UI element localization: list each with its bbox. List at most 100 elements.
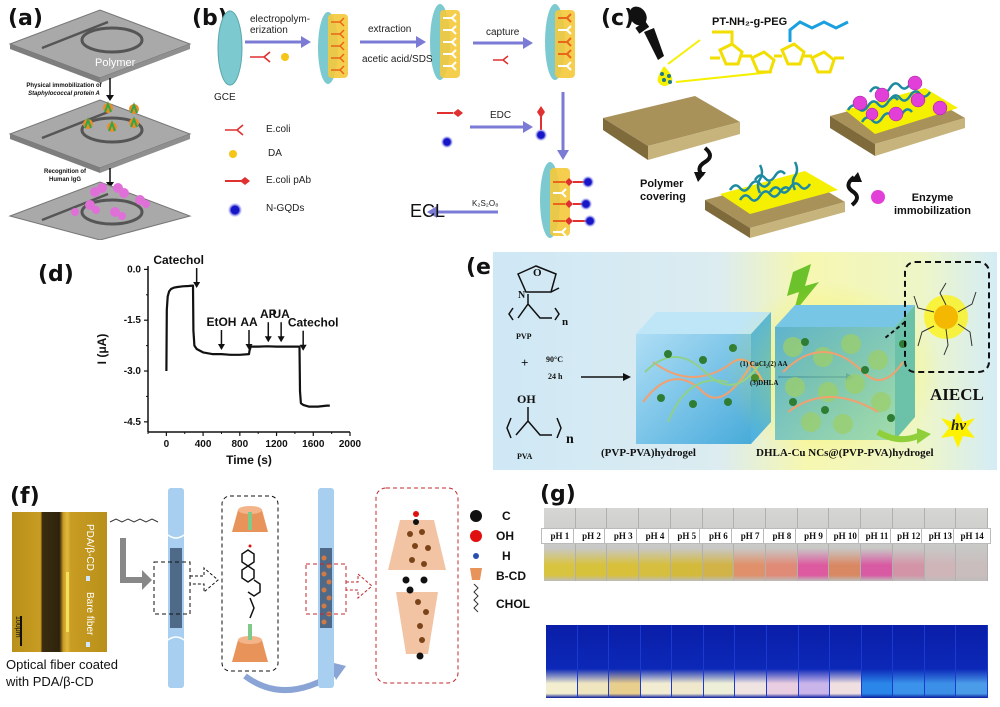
vial-uv (672, 625, 704, 698)
hv-starburst-icon (941, 412, 975, 448)
acetic-acid-sds-label: acetic acid/SDS (362, 54, 433, 65)
vial-uv (893, 625, 925, 698)
fiber-caption: Optical fiber coated with PDA/β-CD (6, 656, 118, 690)
condition-time: 24 h (548, 372, 563, 381)
fiber-highlight (66, 572, 69, 632)
ecoli-template-icon (250, 51, 271, 63)
vial-uv (861, 625, 894, 698)
cluster-zoom-box (904, 261, 990, 373)
chart-annotation-arrowhead (299, 344, 307, 351)
chart-series-line (165, 284, 330, 408)
arrow1-line1: electropolym- (250, 14, 311, 25)
curly-arrow-1 (697, 146, 712, 178)
vial-uv (640, 625, 673, 698)
ngqd-reactant-icon (441, 136, 453, 148)
ph-label: pH 8 (762, 528, 801, 544)
legend-ngqds: N-GQDs (266, 203, 305, 214)
k2s2o8-label: K₂S₂O₈ (472, 199, 499, 208)
plus-sign: + (521, 355, 529, 370)
vial-uv (767, 625, 799, 698)
legend-chol: CHOL (496, 597, 530, 611)
igg-marks (71, 183, 150, 220)
enzyme-immobilization-label: Enzyme immobilization (894, 192, 971, 218)
chart-annotation-arrowhead (217, 344, 225, 351)
bare-fiber-label: Bare fiber (84, 592, 95, 636)
ph-label: pH 2 (572, 528, 611, 544)
inclusion-complex (388, 511, 446, 660)
polymer-name-label: PT-NH₂-g-PEG (712, 16, 788, 28)
pva-structure (506, 407, 562, 439)
vial-visible: pH 2 (572, 508, 611, 581)
panel-e-graphic (493, 252, 997, 470)
legend-h: H (502, 549, 511, 563)
vial-uv (703, 625, 736, 698)
ph-label: pH 9 (794, 528, 833, 544)
vial-visible: pH 4 (636, 508, 674, 581)
hydrogen-atom-icon (473, 553, 479, 559)
panel-f-label: (f) (10, 484, 40, 509)
chart-annotation-label: AP (260, 307, 277, 321)
legend-ecoli-pab: E.coli pAb (266, 175, 312, 186)
hydrogel1-label: (PVP-PVA)hydrogel (601, 447, 696, 459)
step1-line1: Physical immobilization of (26, 83, 102, 89)
electrode-extracted (430, 4, 460, 80)
vial-uv (798, 625, 831, 698)
pva-n: n (566, 432, 574, 447)
vial-uv (735, 625, 767, 698)
pvp-n: n (562, 316, 569, 328)
step-c2-line2: immobilization (894, 205, 971, 217)
reagents-top: (1) CuCl₂(2) AA (740, 360, 788, 368)
step-immobilization-label: Physical immobilization of Staphylococca… (18, 82, 110, 98)
zoom-arrow-2 (346, 572, 373, 600)
ph-label: pH 6 (699, 528, 738, 544)
chart-annotation-label: UA (272, 307, 290, 321)
fiber-2 (318, 488, 334, 688)
capture-label: capture (486, 27, 520, 38)
cholesterol-molecule (109, 518, 159, 523)
panel-a-graphic (8, 9, 192, 240)
chip-igg (8, 181, 192, 240)
chart-ylabel: I (μA) (95, 334, 109, 365)
ph-label: pH 14 (953, 528, 992, 544)
polymer-structure (710, 30, 844, 74)
panel-a-label: (a) (8, 6, 43, 31)
pva-label: PVA (517, 452, 533, 461)
pvp-nitrogen: N (518, 290, 526, 301)
ph-label: pH 10 (826, 528, 865, 544)
bcd-cone-bottom (232, 624, 268, 662)
vial-uv (924, 625, 957, 698)
chart-x-tick-label: 1600 (302, 439, 325, 450)
legend-ecoli: E.coli (266, 124, 291, 135)
da-monomer-icon (281, 53, 289, 61)
electropolymerization-label: electropolym- erization (250, 14, 310, 36)
cholesterol-icon (473, 583, 479, 613)
chart-y-tick-label: -1.5 (124, 315, 142, 326)
fiber-caption-line2: with PDA/β-CD (6, 674, 94, 689)
step-c1-line1: Polymer (640, 178, 684, 190)
vial-visible: pH 12 (889, 508, 928, 581)
ecoli-icon (225, 124, 244, 136)
aiecl-label: AIECL (930, 385, 984, 404)
panel-c-graphic (603, 6, 965, 238)
vial-visible: pH 13 (921, 508, 960, 581)
extraction-label: extraction (368, 24, 412, 35)
panel-f-graphic (109, 487, 482, 694)
vial-visible: pH 6 (699, 508, 738, 581)
protein-a-marks (83, 101, 139, 132)
step-c1-line2: covering (640, 191, 686, 203)
vial-visible: pH 3 (604, 508, 643, 581)
step-c2-line1: Enzyme (911, 192, 954, 204)
dropper-icon (629, 6, 664, 60)
detail-box-2 (375, 487, 459, 684)
chart-x-tick-label: 0 (164, 439, 170, 450)
hydrogel-cube-2 (775, 305, 915, 440)
legend-c: C (502, 509, 511, 523)
peg-chain (788, 20, 849, 42)
legend-bcd: B-CD (496, 569, 526, 583)
hydrogel2-label: DHLA-Cu NCs@(PVP-PVA)hydrogel (756, 447, 934, 459)
substrate-enzyme (830, 75, 965, 156)
hv-label: hv (951, 418, 966, 434)
